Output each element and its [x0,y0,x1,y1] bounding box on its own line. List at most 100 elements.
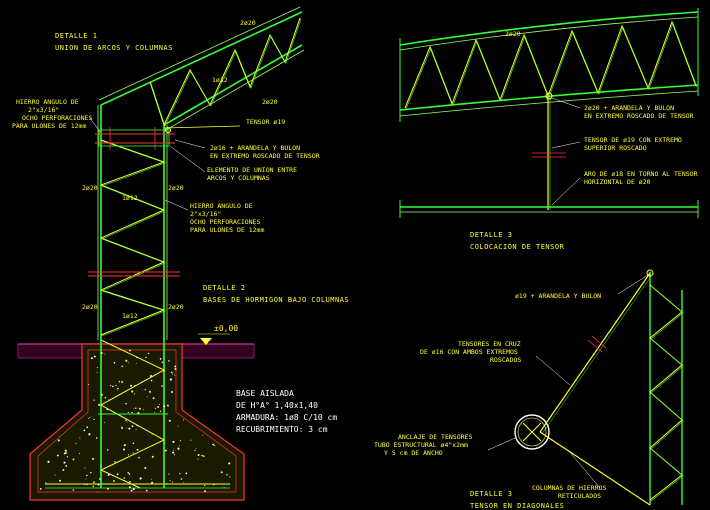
concrete-hatch [39,349,231,493]
concrete-speckle [152,397,155,400]
concrete-speckle [161,385,163,387]
concrete-speckle [132,488,135,491]
concrete-speckle [172,440,175,443]
concrete-speckle [126,421,128,423]
concrete-speckle [179,473,181,475]
concrete-speckle [220,471,223,474]
d3-bulon-line1: 2ø20 + ARANDELA Y BULON [584,104,674,112]
concrete-speckle [83,483,86,485]
concrete-speckle [228,462,231,465]
concrete-speckle [115,384,117,387]
concrete-speckle [165,482,167,484]
concrete-speckle [151,433,153,435]
d4-bulon-note: ø19 + ARANDELA Y BULON [515,292,601,300]
elemento-note-line1: ELEMENTO DE UNION ENTRE [207,166,297,174]
concrete-speckle [97,491,99,493]
concrete-speckle [88,384,90,386]
concrete-speckle [174,365,177,368]
concrete-speckle [177,425,179,427]
concrete-speckle [146,396,148,398]
hierro-left-line2: 2"x3/16" [28,106,59,114]
concrete-speckle [183,419,185,421]
concrete-speckle [135,429,137,431]
concrete-speckle [197,458,199,460]
concrete-speckle [127,471,129,474]
concrete-speckle [123,444,126,447]
detail-4-title: DETALLE 3 [470,490,512,498]
concrete-speckle [100,465,102,467]
detail-3-tensor [399,8,699,218]
concrete-speckle [117,389,119,391]
concrete-speckle [54,474,56,476]
concrete-speckle [89,416,91,418]
concrete-speckle [131,425,134,427]
concrete-speckle [132,452,134,454]
d4-tensores-line2: DE ø16 CON AMBOS EXTREMOS [420,348,518,356]
concrete-speckle [131,411,133,414]
d3-aro-line2: HORIZONTAL DE ø20 [584,178,651,186]
concrete-speckle [88,433,91,436]
detail-4-diagonals [487,269,684,506]
concrete-speckle [173,454,175,456]
concrete-speckle [159,410,162,413]
concrete-speckle [169,378,172,381]
d4-columnas-line2: RETICULADOS [558,492,601,500]
concrete-speckle [204,484,206,487]
concrete-speckle [132,442,135,444]
dim-col-lower-right: 2ø20 [168,303,184,311]
concrete-speckle [47,460,50,463]
d4-anclaje-line2: TUBO ESTRUCTURAL ø4"x2mm [374,441,468,449]
concrete-speckle [104,396,107,399]
concrete-speckle [139,477,142,480]
concrete-speckle [110,385,112,387]
concrete-speckle [172,481,174,483]
concrete-speckle [138,456,140,459]
concrete-speckle [75,442,77,444]
concrete-speckle [204,490,206,493]
concrete-speckle [108,399,110,401]
concrete-speckle [93,418,95,421]
concrete-speckle [125,402,127,405]
concrete-speckle [168,473,170,475]
concrete-speckle [151,479,153,481]
concrete-speckle [172,451,175,454]
concrete-speckle [183,481,185,483]
base-line1: BASE AISLADA [236,389,294,398]
tensor-label: TENSOR ø19 [246,118,285,126]
concrete-speckle [56,454,59,457]
concrete-speckle [45,482,47,484]
d4-tensores-line3: ROSCADOS [490,356,521,364]
concrete-speckle [121,365,123,368]
concrete-speckle [136,424,139,427]
concrete-speckle [135,407,137,409]
concrete-speckle [63,452,66,455]
dim-col-lattice: 1ø12 [122,194,138,202]
concrete-speckle [65,465,68,467]
concrete-speckle [133,408,135,410]
concrete-speckle [113,480,115,482]
concrete-speckle [96,437,98,439]
concrete-speckle [128,427,131,430]
concrete-speckle [125,359,128,362]
concrete-speckle [131,390,134,393]
concrete-speckle [134,393,136,395]
concrete-speckle [145,489,148,492]
concrete-speckle [195,447,197,449]
concrete-speckle [159,358,162,360]
base-line2: DE H°A° 1,40x1,40 [236,401,318,410]
concrete-speckle [98,403,101,406]
concrete-speckle [136,448,139,451]
concrete-speckle [129,480,131,483]
hierro-left-line4: PARA ULONES DE 12mm [12,122,86,130]
concrete-speckle [154,412,156,414]
detail-2-title: DETALLE 2 [203,284,245,292]
concrete-speckle [151,455,154,458]
concrete-speckle [149,390,151,393]
bulon-note-line2: EN EXTREMO ROSCADO DE TENSOR [210,152,320,160]
concrete-speckle [213,483,215,486]
concrete-speckle [127,454,130,456]
concrete-speckle [169,480,171,481]
concrete-speckle [213,444,216,447]
concrete-speckle [164,449,167,452]
